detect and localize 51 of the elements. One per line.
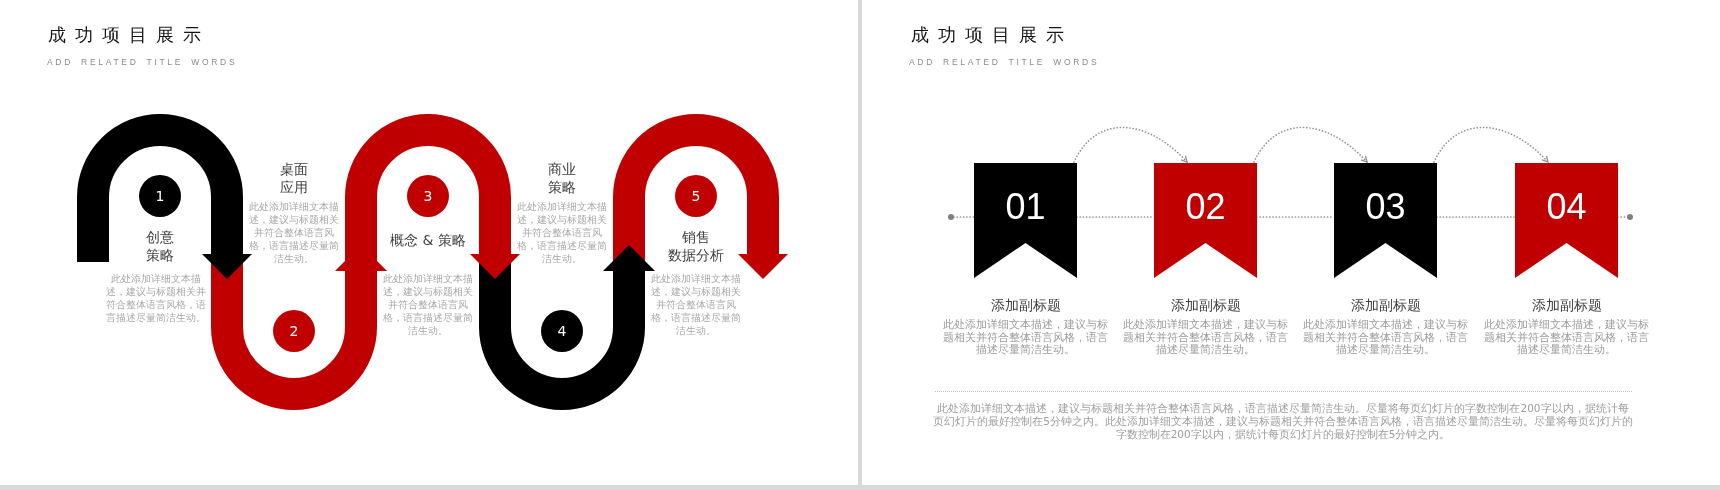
slide-title: 成功项目展示 [911,24,1073,46]
step-description: 此处添加详细文本描述，建议与标题相关并符合整体语言风格，语言描述尽量简洁生动。 [1302,318,1469,356]
step-description: 此处添加详细文本描述，建议与标题相关并符合整体语言风格，语言描述尽量简洁生动。 [248,200,340,265]
step-number: 5 [691,188,701,204]
step-number: 1 [155,188,165,204]
dotted-line [1256,216,1335,218]
step-description: 此处添加详细文本描述，建议与标题相关并符合整体语言风格，语言描述尽量简洁生动。 [1483,318,1650,356]
step-title: 创意策略 [146,228,174,264]
bookmark-banner [1154,163,1257,278]
curved-arrow [1433,126,1549,163]
slide-title: 成功项目展示 [48,24,210,46]
endpoint-dot [948,214,954,220]
step-title: 添加副标题 [1350,296,1421,314]
step-number: 3 [423,188,433,204]
step-description: 此处添加详细文本描述，建议与标题相关并符合整体语言风格，语言描述尽量简洁生动。 [105,272,207,324]
dotted-line [953,216,975,218]
note-paragraph: 此处添加详细文本描述，建议与标题相关并符合整体语言风格，语言描述尽量简洁生动。尽量将每页幻灯片的字数控制在200字以内，据统计每页幻灯片的最好控制在5分钟之内。此处添加详细文本描述，建议与标题相关并符合整体语言风格，语言描述尽量简洁生动。尽量将每页幻灯片的字数控制在200字以内，据统计每页幻灯片的最好控制在5分钟之内。 [933,402,1633,441]
step-title: 商业策略 [548,160,576,196]
step-title: 添加副标题 [1531,296,1602,314]
number-circle [675,175,717,217]
step-number: 03 [1365,189,1406,225]
step-description: 此处添加详细文本描述，建议与标题相关并符合整体语言风格，语言描述尽量简洁生动。 [516,200,608,265]
endpoint-dot [1627,214,1633,220]
step-description: 此处添加详细文本描述，建议与标题相关并符合整体语言风格，语言描述尽量简洁生动。 [1122,318,1289,356]
number-circle [273,310,315,352]
slide-subtitle: ADD RELATED TITLE WORDS [47,57,238,68]
dotted-line [1617,216,1628,218]
number-circle [407,175,449,217]
step-description: 此处添加详细文本描述，建议与标题相关并符合整体语言风格，语言描述尽量简洁生动。 [382,272,474,337]
dotted-line [1436,216,1516,218]
curved-arrow [1253,126,1368,163]
step-number: 2 [289,323,299,339]
step-number: 02 [1185,189,1226,225]
step-number: 4 [557,323,567,339]
bookmark-banner [1515,163,1618,278]
step-description: 此处添加详细文本描述，建议与标题相关并符合整体语言风格，语言描述尽量简洁生动。 [650,272,742,337]
curved-arrow [1073,126,1188,163]
step-title: 销售数据分析 [668,228,724,264]
step-number: 01 [1005,189,1046,225]
step-number: 04 [1546,189,1587,225]
step-title: 添加副标题 [1170,296,1241,314]
number-circle [139,175,181,217]
step-title: 概念 & 策略 [390,231,466,249]
number-circle [541,310,583,352]
step-title: 添加副标题 [990,296,1061,314]
step-description: 此处添加详细文本描述，建议与标题相关并符合整体语言风格，语言描述尽量简洁生动。 [942,318,1109,356]
bookmark-banner [974,163,1077,278]
step-title: 桌面应用 [280,160,308,196]
dotted-line [1076,216,1155,218]
bookmark-banner [1334,163,1437,278]
slide-subtitle: ADD RELATED TITLE WORDS [909,57,1100,68]
